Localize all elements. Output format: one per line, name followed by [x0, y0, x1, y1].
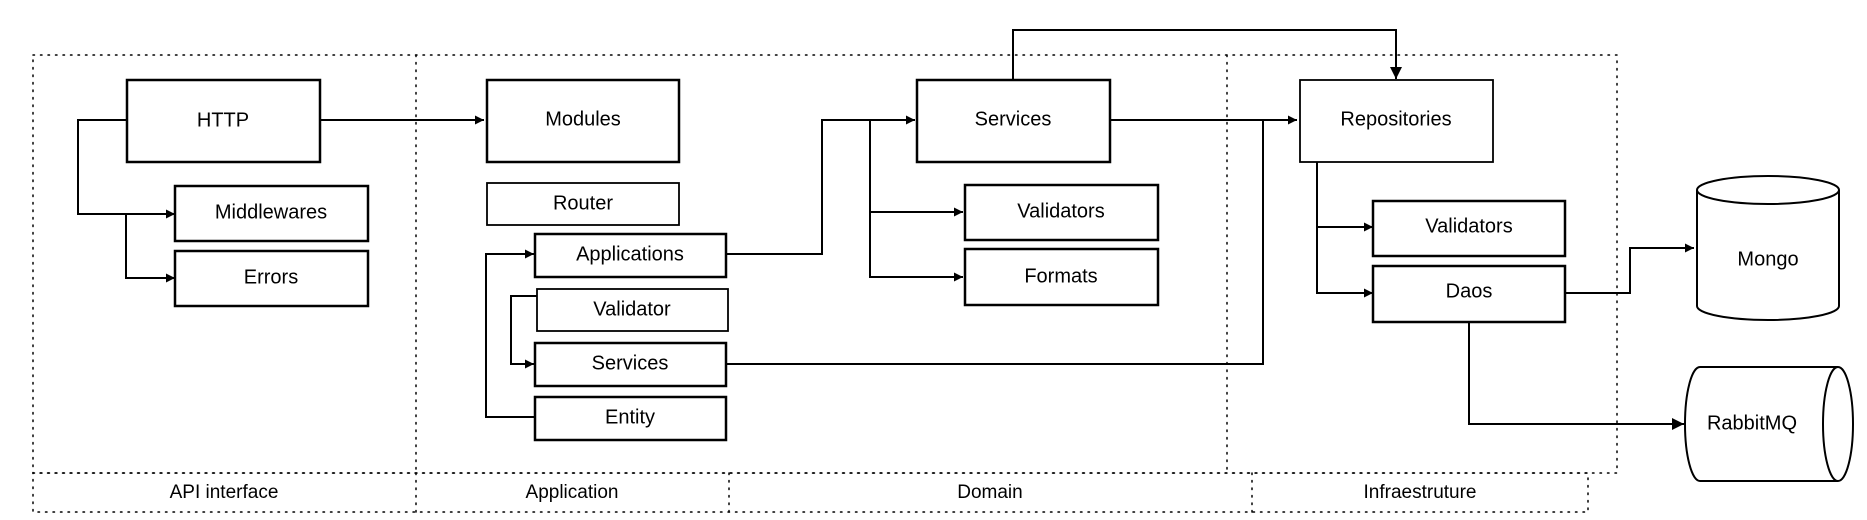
lane-label-domain: Domain — [957, 482, 1022, 503]
connector-daos-mongo — [1565, 243, 1694, 294]
node-http: HTTP — [125, 78, 322, 164]
node-app-services-label: Services — [592, 352, 669, 374]
node-rabbitmq-queue: RabbitMQ — [1684, 366, 1854, 482]
connector-daos-rabbitmq — [1468, 323, 1684, 430]
node-router-label: Router — [553, 192, 613, 214]
node-http-label: HTTP — [197, 109, 249, 131]
connector-http-errors — [125, 214, 175, 283]
node-repositories-label: Repositories — [1340, 108, 1451, 130]
node-mongo-label: Mongo — [1737, 248, 1798, 270]
node-rabbitmq-label: RabbitMQ — [1707, 412, 1797, 434]
node-mongo-database: Mongo — [1696, 175, 1840, 321]
node-modules: Modules — [485, 78, 681, 164]
connector-validator-services — [510, 295, 537, 369]
node-infra-validators: Validators — [1371, 199, 1567, 258]
node-applications: Applications — [533, 232, 728, 279]
connector-repositories-daos — [1316, 227, 1373, 298]
node-entity-label: Entity — [605, 406, 655, 428]
node-validator-label: Validator — [593, 298, 671, 320]
node-middlewares-label: Middlewares — [215, 201, 327, 223]
connector-app-services-repositories — [726, 120, 1264, 365]
lane-label-infra: Infraestruture — [1364, 482, 1477, 503]
connector-applications-services — [726, 115, 915, 255]
node-formats-label: Formats — [1024, 265, 1097, 287]
node-domain-validators: Validators — [963, 183, 1160, 242]
node-middlewares: Middlewares — [173, 184, 370, 243]
connector-repositories-validators — [1316, 162, 1373, 232]
connector-services-formats — [869, 212, 963, 282]
node-entity: Entity — [533, 395, 728, 442]
node-daos: Daos — [1371, 264, 1567, 324]
node-validator: Validator — [536, 288, 729, 332]
node-router: Router — [486, 182, 680, 226]
node-repositories: Repositories — [1299, 79, 1494, 163]
node-domain-services: Services — [915, 78, 1112, 164]
node-errors-label: Errors — [244, 266, 298, 288]
node-domain-validators-label: Validators — [1017, 200, 1104, 222]
connectors — [77, 29, 1694, 430]
connector-entity-applications — [485, 249, 535, 418]
node-app-services: Services — [533, 341, 728, 388]
connector-services-top-repositories — [1012, 29, 1402, 80]
node-daos-label: Daos — [1446, 280, 1493, 302]
node-domain-services-label: Services — [975, 108, 1052, 130]
node-infra-validators-label: Validators — [1425, 215, 1512, 237]
node-modules-label: Modules — [545, 108, 621, 130]
lane-label-application: Application — [526, 482, 619, 503]
node-formats: Formats — [963, 247, 1160, 307]
layer-frame — [32, 54, 1618, 474]
lane-label-api-interface: API interface — [170, 482, 279, 503]
node-errors: Errors — [173, 249, 370, 308]
lane-label-strip — [32, 472, 1589, 513]
node-applications-label: Applications — [576, 243, 684, 265]
